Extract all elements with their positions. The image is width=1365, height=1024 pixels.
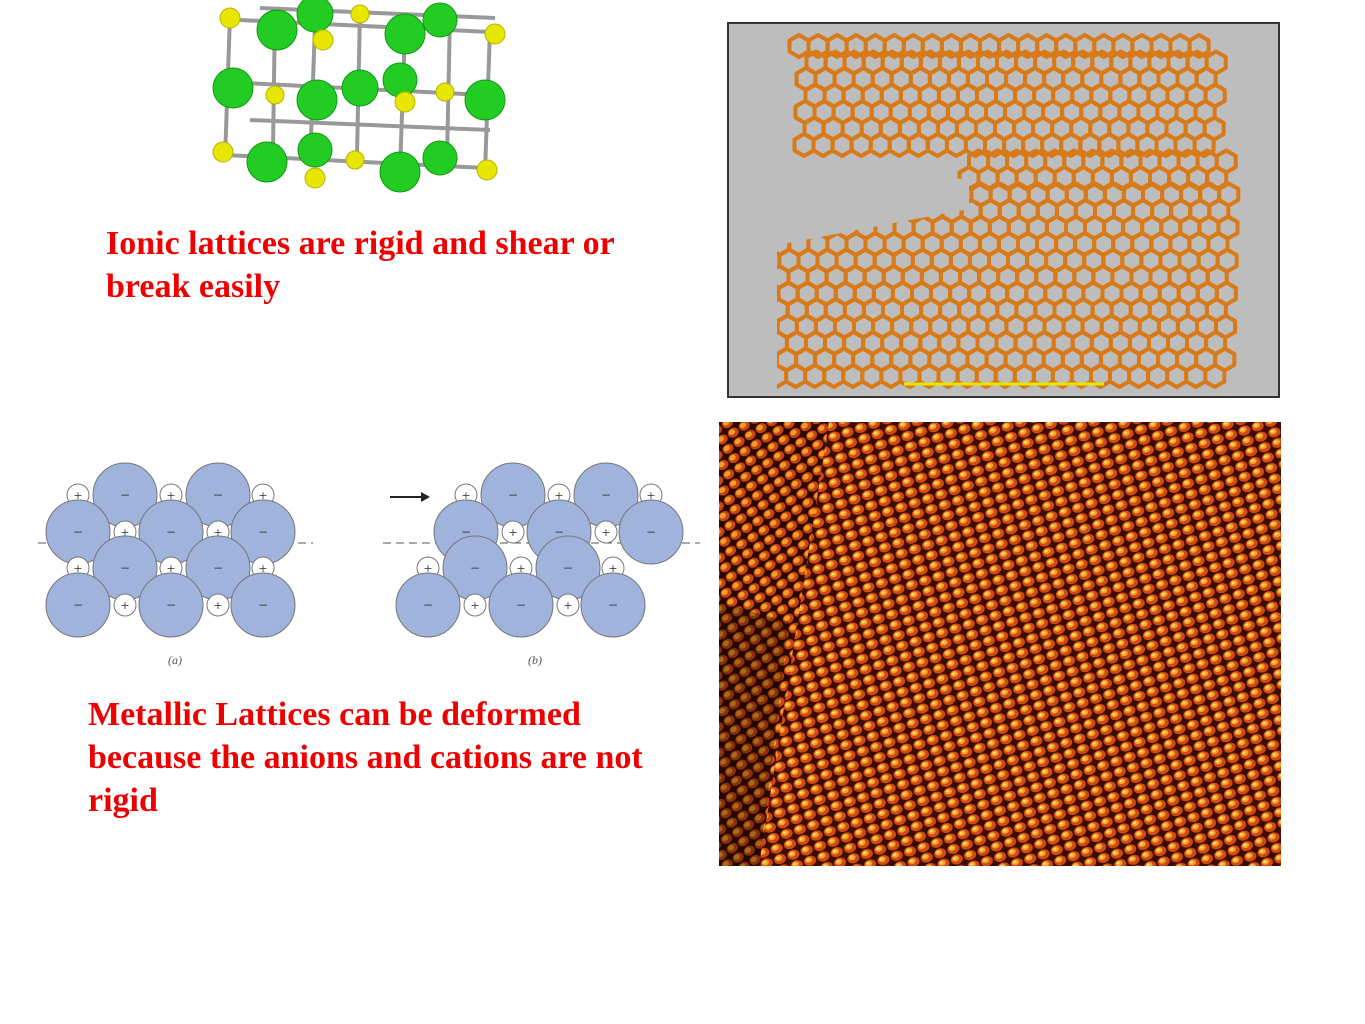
ionic-crystal-lattice-model [212,0,506,193]
anion-ion-sign: − [120,561,130,575]
anion-ion-sign: − [213,488,223,502]
lattice-ring [1192,132,1216,158]
cation-ion-sign: + [73,562,82,575]
diagram-a-unsheared: + + + − − + + − − − + + + − − + + − − − [45,462,296,638]
lattice-ring [792,132,816,158]
anion-ion-sign: − [554,525,564,539]
cation-ion [206,593,230,617]
ionic-lattice-caption: Ionic lattices are rigid and shear or br… [106,225,615,305]
cation-ion [463,593,487,617]
lattice-ring [784,363,808,389]
cation-ion-sign: + [461,489,470,502]
anion-ion [580,572,646,638]
lattice-ring [849,132,873,158]
lattice-ring [860,363,884,389]
lattice-ring [879,363,903,389]
anion-ion-sign: − [258,598,268,612]
cation-ion [501,520,525,544]
lattice-ring [841,363,865,389]
cation-ion-sign: + [423,562,432,575]
anion-ion-sign: − [166,598,176,612]
anion-ion [488,572,554,638]
cation-ion-sign: + [213,599,222,612]
diagram-a-label: (a) [168,653,182,667]
anion-ion-sign: − [73,598,83,612]
anion-ion [138,572,204,638]
cation-ion-sign: + [563,599,572,612]
cation-ion [556,593,580,617]
anion-ion [45,572,111,638]
anion-ion-sign: − [213,561,223,575]
anion-ion-sign: − [601,488,611,502]
anion-ion [395,572,461,638]
cation-ion [594,520,618,544]
cation-ion-sign: + [73,489,82,502]
lattice-ring [887,132,911,158]
cation-ion-sign: + [258,489,267,502]
cation-ion-sign: + [508,526,517,539]
anion-ion-sign: − [646,525,656,539]
cation-ion-sign: + [554,489,563,502]
lattice-ring [1203,363,1227,389]
anion-ion-sign: − [508,488,518,502]
cation-ion-sign: + [516,562,525,575]
crack-gap [729,174,969,254]
sheared-lattice-svg [729,24,1241,396]
anion-ion-sign: − [120,488,130,502]
anion-ion-sign: − [73,525,83,539]
anion-ion-sign: − [563,561,573,575]
lattice-ring [1187,33,1211,59]
cation-ion-sign: + [166,562,175,575]
lattice-ring [944,132,968,158]
metallic-surface-image [719,422,1281,866]
anion-ion-sign: − [461,525,471,539]
cation-ion-sign: + [601,526,610,539]
cation-ion-sign: + [470,599,479,612]
panel-margin [729,24,777,396]
anion-ion-sign: − [470,561,480,575]
anion-ion-sign: − [516,598,526,612]
lattice-ring [803,363,827,389]
cation-ion-sign: + [213,526,222,539]
lattice-ring [811,132,835,158]
metallic-surface-svg [719,422,1281,866]
sheared-lattice-simulation-image [727,22,1280,398]
lattice-ring [925,132,949,158]
lattice-ring [787,33,811,59]
ion-layer-shear-diagram: + + + − − + + − − − + + + − − + + − − − + + + − − + + − − − + + + − − + + − −… [38,462,700,667]
cation-ion-sign: + [258,562,267,575]
lattice-ring [822,363,846,389]
lattice-ring [906,132,930,158]
lattice-ring [1108,363,1132,389]
anion-ion-sign: − [423,598,433,612]
lattice-ring [1184,363,1208,389]
metallic-lattice-caption: Metallic Lattices can be deformed becaus… [88,696,643,819]
anion-ion [230,572,296,638]
diagram-b-sheared: + + + − − + + − − − + + + − − + + − − − [395,462,684,638]
diagram-b-label: (b) [528,653,542,667]
anion-ion-sign: − [258,525,268,539]
anion-ion-sign: − [608,598,618,612]
lattice-ring [1165,363,1189,389]
lattice-ring [1127,363,1151,389]
cation-ion [113,593,137,617]
lattice-ring [868,132,892,158]
cation-ion-sign: + [120,599,129,612]
cation-ion-sign: + [120,526,129,539]
cation-ion-sign: + [646,489,655,502]
cation-ion-sign: + [166,489,175,502]
lattice-ring [830,132,854,158]
anion-ion [618,499,684,565]
lattice-ring [1146,363,1170,389]
cation-ion-sign: + [608,562,617,575]
anion-ion-sign: − [166,525,176,539]
